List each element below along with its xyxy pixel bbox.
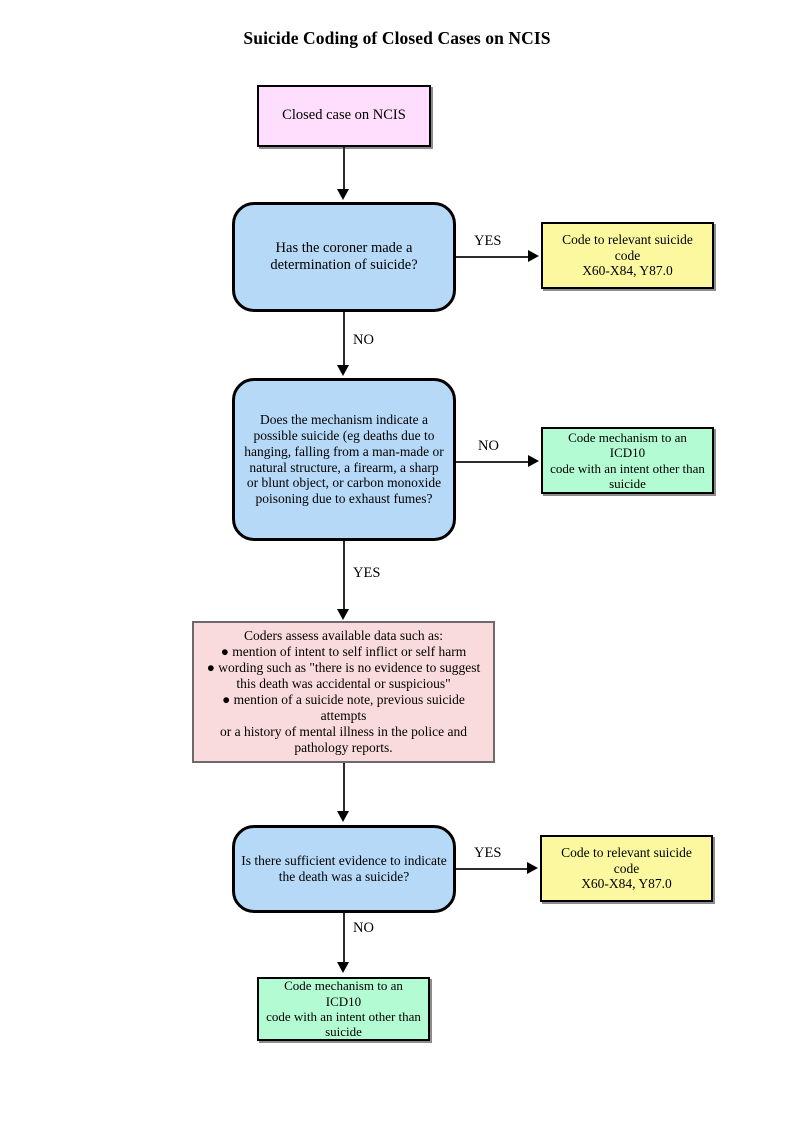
edge-label-mechanism-no: NO [478, 438, 499, 454]
connector-coroner-no [343, 312, 345, 367]
arrowhead-mechanism-yes [337, 609, 349, 620]
node-coders-assess-text: Coders assess available data such as: ● … [194, 628, 493, 755]
arrowhead-coroner-yes [528, 250, 539, 262]
node-decision-mechanism: Does the mechanism indicate a possible s… [232, 378, 456, 541]
coders-bullet-3-cont-b: pathology reports. [294, 739, 393, 755]
node-coders-assess: Coders assess available data such as: ● … [192, 621, 495, 763]
coders-bullet-3: ● mention of a suicide note, previous su… [222, 692, 465, 723]
arrowhead-coders-to-evidence [337, 811, 349, 822]
edge-label-evidence-no: NO [353, 920, 374, 936]
coders-bullet-3-cont-a: or a history of mental illness in the po… [219, 723, 468, 739]
node-decision-sufficient-evidence: Is there sufficient evidence to indicate… [232, 825, 456, 913]
connector-evidence-no [343, 913, 345, 964]
node-code-suicide-bottom: Code to relevant suicide code X60-X84, Y… [540, 835, 713, 902]
node-code-suicide-top: Code to relevant suicide code X60-X84, Y… [541, 222, 714, 289]
arrowhead-coroner-no [337, 365, 349, 376]
node-start-closed-case: Closed case on NCIS [257, 85, 431, 147]
connector-mechanism-no [456, 461, 530, 463]
node-decision-coroner-determination: Has the coroner made a determination of … [232, 202, 456, 312]
edge-label-mechanism-yes: YES [353, 565, 381, 581]
node-code-suicide-top-text: Code to relevant suicide code X60-X84, Y… [562, 231, 693, 279]
node-start-label: Closed case on NCIS [282, 107, 406, 124]
edge-label-evidence-yes: YES [474, 845, 502, 861]
arrowhead-evidence-yes [527, 862, 538, 874]
edge-label-coroner-yes: YES [474, 233, 502, 249]
connector-evidence-yes [456, 868, 529, 870]
arrowhead-start-to-coroner [337, 189, 349, 200]
node-code-other-intent-bottom-text: Code mechanism to an ICD10 code with an … [266, 978, 421, 1040]
node-decision-evidence-text: Is there sufficient evidence to indicate… [241, 853, 447, 884]
page-title: Suicide Coding of Closed Cases on NCIS [243, 28, 551, 48]
connector-coroner-yes [456, 256, 530, 258]
coders-bullet-2: ● wording such as "there is no evidence … [206, 660, 481, 676]
connector-mechanism-yes [343, 541, 345, 611]
connector-coders-to-evidence [343, 763, 345, 813]
arrowhead-mechanism-no [528, 455, 539, 467]
node-code-other-intent-bottom: Code mechanism to an ICD10 code with an … [257, 977, 430, 1041]
node-decision-coroner-text: Has the coroner made a determination of … [270, 239, 418, 273]
coders-bullet-1: ● mention of intent to self inflict or s… [220, 644, 467, 660]
node-code-other-intent-mid-text: Code mechanism to an ICD10 code with an … [550, 429, 705, 491]
edge-label-coroner-no: NO [353, 332, 374, 348]
node-code-suicide-bottom-text: Code to relevant suicide code X60-X84, Y… [561, 844, 692, 892]
connector-start-to-coroner [343, 147, 345, 191]
coders-heading: Coders assess available data such as: [243, 628, 444, 644]
node-code-other-intent-mid: Code mechanism to an ICD10 code with an … [541, 427, 714, 494]
node-decision-mechanism-text: Does the mechanism indicate a possible s… [244, 411, 444, 507]
coders-bullet-2-cont: this death was accidental or suspicious" [236, 676, 451, 692]
arrowhead-evidence-no [337, 962, 349, 973]
